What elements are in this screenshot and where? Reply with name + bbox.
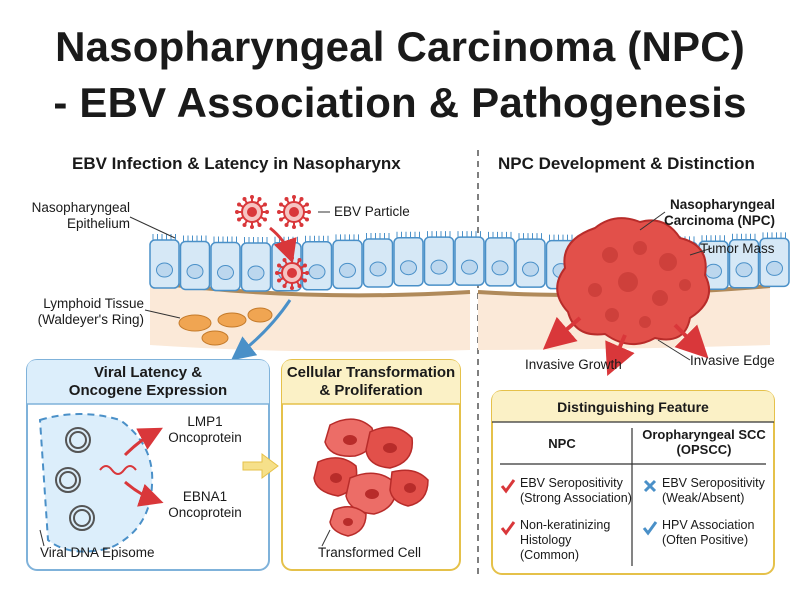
cell-nucleus xyxy=(247,265,265,281)
tumor-mass xyxy=(556,217,710,345)
cilia xyxy=(457,231,481,238)
column-header-opscc: Oropharyngeal SCC (OPSCC) xyxy=(642,427,766,457)
transformed-cells xyxy=(313,418,429,537)
invasive-growth-label: Invasive Growth xyxy=(525,357,622,372)
transformed-cell-label: Transformed Cell xyxy=(318,545,422,560)
cilia xyxy=(427,231,451,238)
cell-nucleus xyxy=(156,262,173,278)
cilia xyxy=(701,235,725,242)
cilia xyxy=(762,232,786,239)
cilia xyxy=(305,235,329,242)
cell-nucleus xyxy=(339,262,356,278)
cell-nucleus xyxy=(522,261,539,277)
cilia xyxy=(396,231,420,238)
cilia xyxy=(335,234,359,241)
cell-nucleus xyxy=(400,260,417,276)
cell-nucleus xyxy=(735,262,753,278)
left-panel-heading: EBV Infection & Latency in Nasopharynx xyxy=(72,154,401,173)
cilia xyxy=(366,232,390,239)
cell-nucleus xyxy=(308,264,326,280)
lymphoid-tissue xyxy=(150,280,470,352)
lmp1-label: LMP1 Oncoprotein xyxy=(168,414,242,445)
cilia xyxy=(152,234,176,240)
ebv-particles xyxy=(235,195,311,290)
latency-box-title: Viral Latency & Oncogene Expression xyxy=(68,364,228,399)
ebv-particle-icon xyxy=(235,195,269,229)
cilia xyxy=(244,236,268,243)
cell-nucleus xyxy=(491,260,509,276)
ebv-particle-icon xyxy=(277,195,311,229)
epithelium-label: Nasopharyngeal Epithelium xyxy=(31,200,130,231)
ebv-particle-label: EBV Particle xyxy=(334,204,410,219)
lymphocytes xyxy=(178,307,273,346)
right-panel-heading: NPC Development & Distinction xyxy=(498,154,755,173)
check-icon xyxy=(642,520,658,536)
table-cell-opscc: EBV Seropositivity (Weak/Absent) xyxy=(662,476,765,505)
transformation-box-title: Cellular Transformation & Proliferation xyxy=(286,364,456,399)
cell-nucleus xyxy=(186,263,204,279)
table-cell-npc: Non-keratinizing Histology (Common) xyxy=(520,518,611,562)
invasive-edge-label: Invasive Edge xyxy=(690,353,775,368)
check-icon xyxy=(500,478,516,494)
cilia xyxy=(518,233,542,240)
check-icon xyxy=(500,520,516,536)
cell-nucleus xyxy=(217,265,234,281)
episome-label: Viral DNA Episome xyxy=(40,545,155,560)
cross-icon xyxy=(642,478,658,494)
cell-nucleus xyxy=(430,259,448,275)
cilia xyxy=(732,233,756,240)
episomes xyxy=(55,427,95,531)
table-cell-npc: EBV Seropositivity (Strong Association) xyxy=(520,476,632,505)
cell-nucleus xyxy=(461,259,478,275)
cell-nucleus xyxy=(705,263,722,279)
lymphoid-label: Lymphoid Tissue (Waldeyer's Ring) xyxy=(37,296,144,327)
page-subtitle: - EBV Association & Pathogenesis xyxy=(53,79,747,126)
ebna1-label: EBNA1 Oncoprotein xyxy=(168,489,242,520)
table-cell-opscc: HPV Association (Often Positive) xyxy=(662,518,755,547)
page-title: Nasopharyngeal Carcinoma (NPC) xyxy=(55,23,745,70)
cell-nucleus xyxy=(766,260,783,276)
cilia xyxy=(549,234,573,241)
column-header-npc: NPC xyxy=(548,436,576,451)
tumor-mass-label: Tumor Mass xyxy=(700,241,775,256)
cell-nucleus xyxy=(369,261,387,277)
cilia xyxy=(213,236,237,243)
cilia xyxy=(183,235,207,242)
table-title: Distinguishing Feature xyxy=(557,399,709,415)
npc-label: Nasopharyngeal Carcinoma (NPC) xyxy=(663,197,775,228)
cilia xyxy=(488,231,512,238)
